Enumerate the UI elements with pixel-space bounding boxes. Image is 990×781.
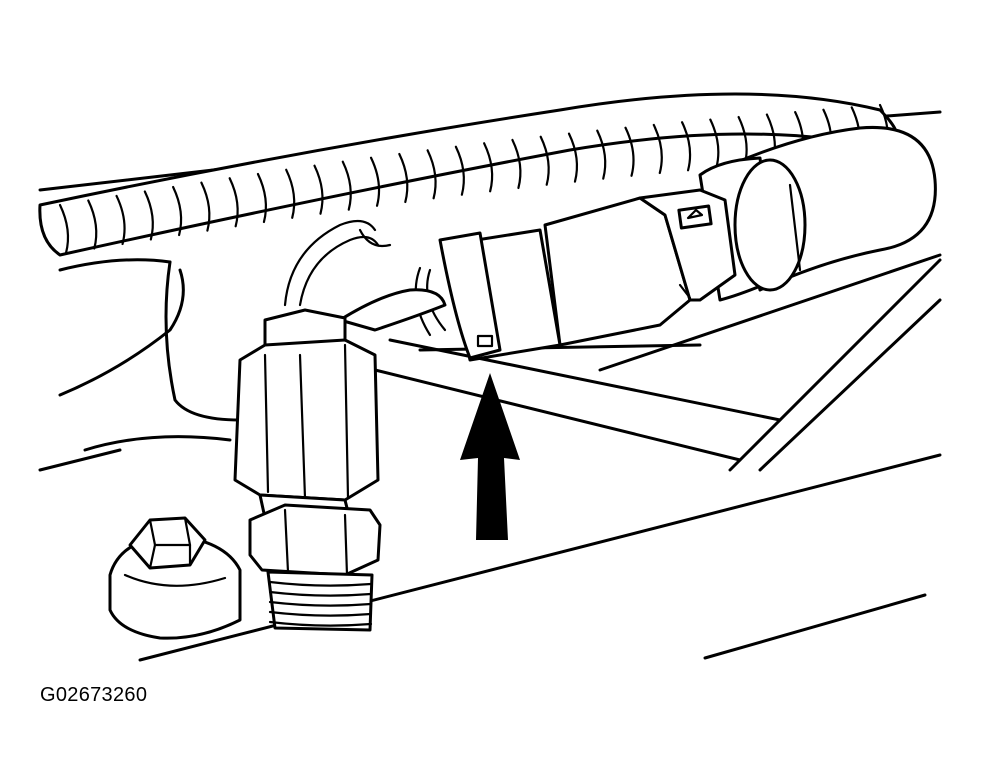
loom-rib (624, 126, 635, 177)
loom-rib (426, 149, 437, 200)
loom-rib (483, 142, 494, 193)
figure-id-label: G02673260 (40, 684, 148, 706)
loom-rib (341, 160, 352, 211)
loom-rib (567, 132, 579, 183)
loom-rib (454, 145, 465, 196)
thread-line (268, 610, 373, 617)
loom-rib (58, 203, 70, 255)
sensor-switch (233, 308, 382, 632)
electrical-connector (414, 188, 737, 362)
loom-rib (709, 118, 720, 169)
thread-line (268, 580, 373, 587)
loom-rib (87, 199, 98, 250)
harness-boot (698, 125, 937, 302)
thread-line (268, 600, 373, 607)
loom-rib (539, 135, 550, 186)
bolt (108, 516, 242, 640)
sensor-wires (283, 219, 447, 332)
loom-rib (285, 168, 296, 219)
loom-rib (511, 138, 522, 190)
loom-rib (369, 156, 381, 207)
loom-rib (680, 121, 692, 172)
loom-rib (313, 164, 324, 215)
loom-rib (256, 172, 267, 224)
loom-rib (143, 190, 154, 241)
loom-rib (115, 194, 126, 246)
loom-rib (596, 129, 607, 180)
loom-rib (228, 177, 239, 228)
thread-line (268, 620, 373, 627)
loom-rib (652, 123, 663, 175)
up-arrow-icon (460, 373, 520, 540)
loom-rib (200, 181, 211, 232)
loom-rib (172, 185, 183, 237)
loom-rib (398, 152, 409, 204)
thread-line (268, 590, 373, 597)
